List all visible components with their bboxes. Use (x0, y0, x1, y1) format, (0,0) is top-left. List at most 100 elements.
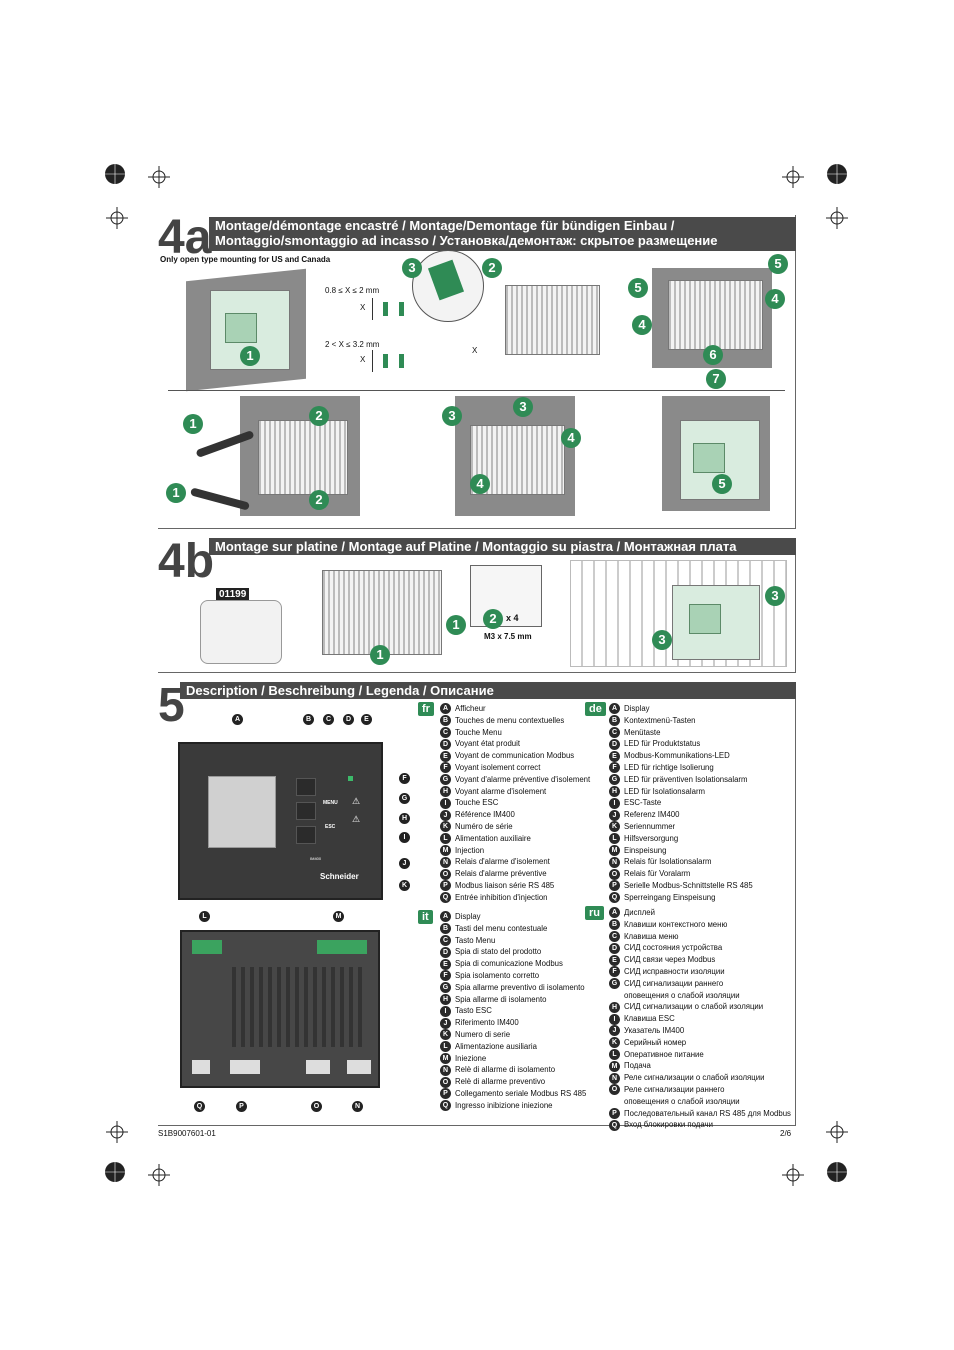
legend-item-text: Tasto Menu (455, 935, 496, 945)
section-4a-title: Montage/démontage encastré / Montage/Dem… (209, 217, 796, 251)
terminal-L (192, 940, 222, 954)
screw-spec-label: M3 x 7.5 mm (484, 632, 532, 641)
bracket-bag-illustration (200, 600, 282, 664)
legend-item-text: Voyant alarme d'isolement (455, 786, 547, 796)
legend-key-badge: H (440, 994, 451, 1006)
divider (168, 390, 785, 391)
screw-zoom-illustration (470, 565, 542, 627)
legend-key-badge: P (609, 880, 620, 892)
callout-H: H (399, 813, 410, 824)
x-label-2: X (360, 355, 366, 364)
terminal-N (347, 1060, 371, 1074)
legend-item-text: Sperreingang Einspeisung (624, 892, 716, 902)
device-rear-illustration (505, 285, 600, 355)
legend-key-badge: J (609, 1025, 620, 1037)
step-badge-3-4b-b: 3 (652, 630, 672, 650)
legend-key-badge: F (609, 966, 620, 978)
legend-item-text: Voyant isolement correct (455, 762, 541, 772)
legend-key-badge: C (609, 931, 620, 943)
clip-zoom-illustration (412, 250, 484, 322)
legend-item-text: Клавиши контекстного меню (624, 919, 728, 929)
callout-D: D (343, 714, 354, 725)
legend-key-badge: E (440, 750, 451, 762)
legend-item-text: СИД сигнализации о слабой изоляции (624, 1002, 764, 1012)
device-rear-illustration-2 (668, 280, 763, 350)
device-rear-panel (180, 930, 380, 1088)
legend-key-badge: C (440, 727, 451, 739)
legend-key-badge: G (609, 774, 620, 786)
legend-item-text: Spia allarme preventivo di isolamento (455, 982, 585, 992)
legend-item-text: Ingresso inibizione iniezione (455, 1100, 553, 1110)
legend-key-badge: P (440, 1088, 451, 1100)
callout-P: P (236, 1101, 247, 1112)
part-code-label: 01199 (216, 588, 250, 601)
legend-item-text: Spia allarme di isolamento (455, 994, 547, 1004)
section-4a-title-line2: Montaggio/smontaggio ad incasso / Устано… (215, 233, 718, 248)
legend-item-text: Подача (624, 1061, 651, 1071)
legend-key-badge: L (440, 1041, 451, 1053)
context-keys (296, 778, 316, 858)
legend-key-badge: O (440, 868, 451, 880)
callout-E: E (361, 714, 372, 725)
legend-key-badge: E (440, 958, 451, 970)
legend-item: C Touche Menu (440, 727, 590, 739)
legend-key-badge: O (609, 1084, 620, 1096)
x-label-3: X (472, 346, 478, 355)
lang-tag-de: de (585, 702, 606, 716)
terminal-O (306, 1060, 330, 1074)
legend-item-text: Modbus liaison série RS 485 (455, 880, 555, 890)
legend-item-text: Tasto ESC (455, 1006, 492, 1016)
terminal-M (317, 940, 367, 954)
step-badge-3-row2: 3 (442, 406, 462, 426)
legend-item-text: Seriennummer (624, 821, 676, 831)
legend-item-text: Menütaste (624, 727, 661, 737)
legend-item-text: Referenz IM400 (624, 810, 680, 820)
legend-key-badge: A (440, 703, 451, 715)
legend-item-text: Touche Menu (455, 727, 502, 737)
section-4b-title: Montage sur platine / Montage auf Platin… (209, 538, 796, 555)
legend-item-text: Relè di allarme di isolamento (455, 1065, 556, 1075)
legend-key-badge: A (609, 703, 620, 715)
legend-item-text: Voyant de communication Modbus (455, 751, 575, 761)
legend-item-text: Клавиша меню (624, 931, 679, 941)
crosshair-mark-icon (826, 207, 848, 229)
clip-diagram-1 (372, 298, 413, 320)
legend-item-text: LED für Produktstatus (624, 739, 701, 749)
callout-K: K (399, 880, 410, 891)
range-label-1: 0.8 ≤ X ≤ 2 mm (325, 286, 380, 295)
range-label-2: 2 < X ≤ 3.2 mm (325, 340, 380, 349)
mounting-note: Only open type mounting for US and Canad… (160, 255, 331, 264)
legend-key-badge: K (440, 1029, 451, 1041)
step-badge-5b: 5 (628, 278, 648, 298)
legend-item-text: Spia isolamento corretto (455, 970, 540, 980)
legend-item-text: Tasti del menu contestuale (455, 923, 548, 933)
legend-key-badge: Q (440, 892, 451, 904)
step-badge-4: 4 (765, 289, 785, 309)
legend-item-text: СИД связи через Modbus (624, 955, 716, 965)
model-label: IM400 (310, 856, 322, 861)
step-badge-3: 3 (402, 258, 422, 278)
legend-key-badge: E (609, 954, 620, 966)
